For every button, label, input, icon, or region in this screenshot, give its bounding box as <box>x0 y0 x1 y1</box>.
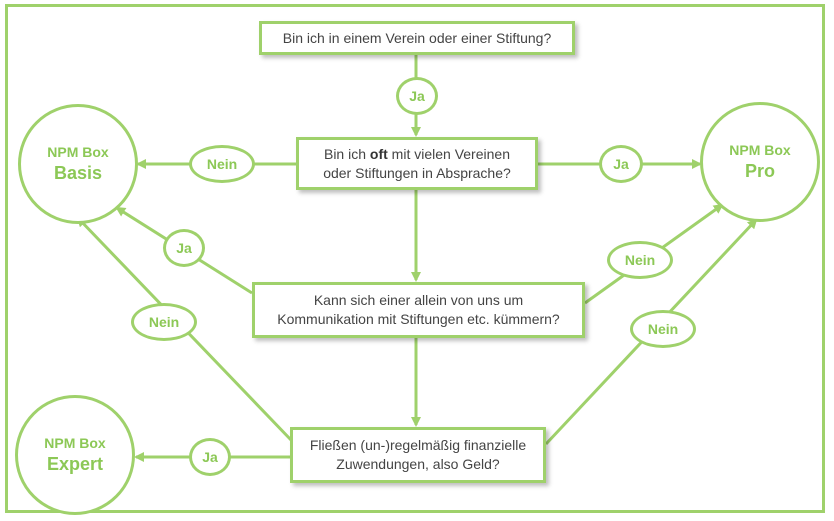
label-q1-q2-ja: Ja <box>396 77 438 115</box>
outcome-npm-box-basis: NPM Box Basis <box>18 104 138 224</box>
outcome-npm-box-pro: NPM Box Pro <box>700 102 820 222</box>
question-verein-stiftung: Bin ich in einem Verein oder einer Stift… <box>259 21 575 55</box>
question-finanzen-line1: Fließen (un-)regelmäßig finanzielle <box>309 437 527 453</box>
question-absprache: Bin ich oft mit vielen Vereinen oder Sti… <box>296 137 538 190</box>
label-q2-pro-ja: Ja <box>599 145 643 183</box>
question-absprache-line2: oder Stiftungen in Absprache? <box>323 164 511 181</box>
label-q4-basis-nein: Nein <box>131 303 197 341</box>
question-kommunikation-line2: Kommunikation mit Stiftungen etc. kümmer… <box>277 311 560 327</box>
question-absprache-line1: Bin ich oft mit vielen Vereinen <box>323 145 510 162</box>
label-q4-pro-nein: Nein <box>630 310 696 348</box>
label-q4-expert-ja: Ja <box>189 438 231 476</box>
label-q2-basis-nein: Nein <box>189 145 255 183</box>
question-kommunikation-line1: Kann sich einer allein von uns um <box>313 292 524 308</box>
label-q3-basis-ja: Ja <box>163 229 205 267</box>
outcome-npm-box-expert: NPM Box Expert <box>15 395 135 515</box>
question-finanzen-line2: Zuwendungen, also Geld? <box>336 456 500 472</box>
question-kommunikation: Kann sich einer allein von uns um Kommun… <box>252 282 585 338</box>
question-finanzielle-zuwendungen: Fließen (un-)regelmäßig finanzielle Zuwe… <box>290 427 546 483</box>
label-q3-pro-nein: Nein <box>607 241 673 279</box>
